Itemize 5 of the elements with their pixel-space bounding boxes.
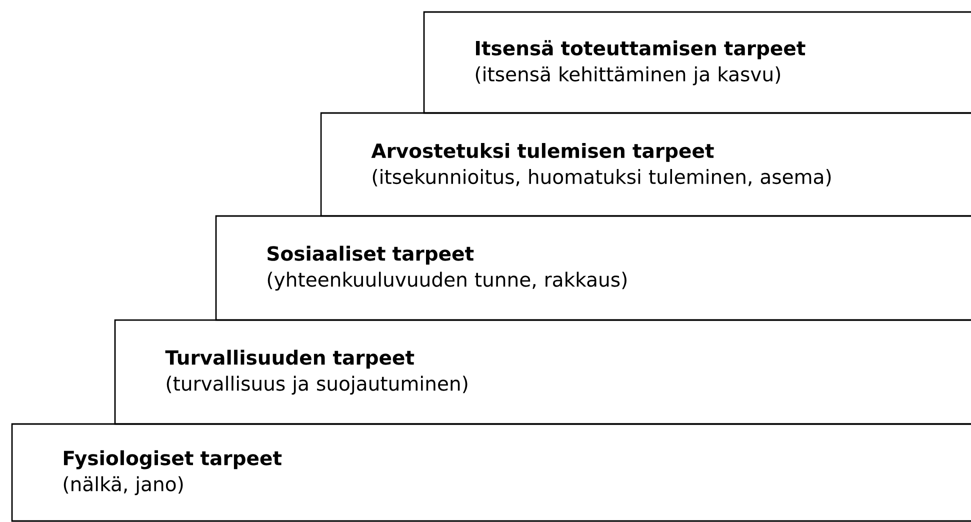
step-box: Turvallisuuden tarpeet (turvallisuus ja suojautuminen)	[114, 319, 971, 425]
step-box: Itsensä toteuttamisen tarpeet (itsensä kehittäminen ja kasvu)	[423, 11, 971, 114]
step-box: Arvostetuksi tulemisen tarpeet (itsekunnioitus, huomatuksi tuleminen, asema)	[320, 112, 971, 217]
step-box: Fysiologiset tarpeet (nälkä, jano)	[11, 423, 971, 522]
step-box: Sosiaaliset tarpeet (yhteenkuuluvuuden tunne, rakkaus)	[215, 215, 971, 321]
